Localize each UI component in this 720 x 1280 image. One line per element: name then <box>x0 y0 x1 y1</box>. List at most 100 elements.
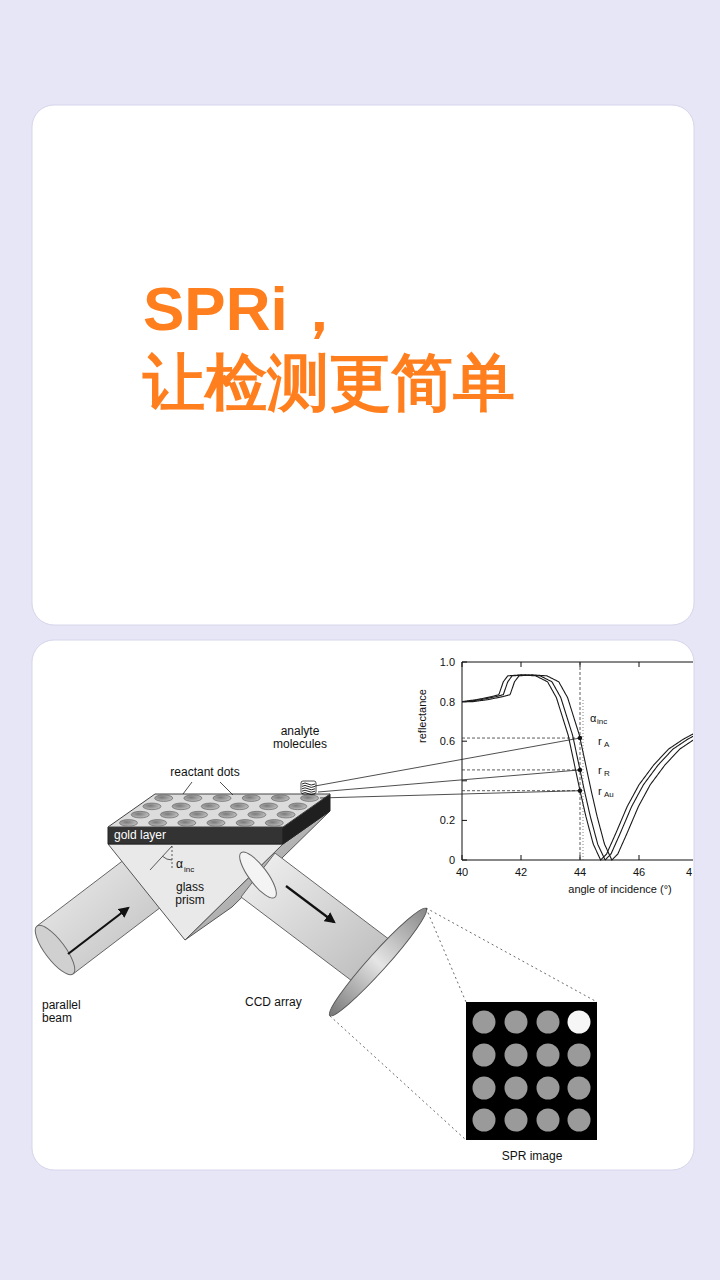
axis-tick-label: 4 <box>686 866 692 878</box>
axis-tick <box>462 780 467 781</box>
reactant-dot <box>213 795 231 802</box>
reactant-dot <box>178 820 196 827</box>
part-label: reactant dots <box>170 766 239 779</box>
reflectance-curve <box>462 675 693 860</box>
angle-symbol: α <box>176 858 183 871</box>
analyte-molecule <box>302 783 315 785</box>
reactant-dot <box>119 820 137 827</box>
curve-label: r <box>598 764 602 776</box>
incident-ray <box>150 846 172 870</box>
axis-tick <box>462 662 467 663</box>
beam-arrow <box>286 886 334 922</box>
part-label: gold layer <box>114 829 166 842</box>
reactant-dot <box>230 803 248 810</box>
axis-tick <box>462 860 467 861</box>
reflectance-curve <box>462 675 693 860</box>
reflectance-level <box>462 738 580 739</box>
spr-spot <box>568 1109 591 1132</box>
axis-tick-label: 0.6 <box>440 735 455 747</box>
spr-spot <box>505 1011 528 1034</box>
part-label: glass prism <box>175 881 204 907</box>
reflectance-point <box>578 736 582 740</box>
reactant-dot <box>219 811 237 818</box>
spr-spot <box>537 1044 560 1067</box>
leader-line <box>220 782 233 795</box>
spr-spots <box>473 1011 591 1132</box>
reactant-dot <box>301 795 319 802</box>
spr-spot <box>568 1077 591 1100</box>
beam-arrow <box>68 908 128 954</box>
spr-spot <box>473 1109 496 1132</box>
spr-spot <box>505 1044 528 1067</box>
reactant-dot <box>160 811 178 818</box>
curve-label: r <box>598 735 602 747</box>
analyte-molecule <box>302 790 315 792</box>
spr-spot <box>537 1077 560 1100</box>
part-label: CCD array <box>245 996 302 1009</box>
leader-line <box>183 782 192 794</box>
reactant-dot <box>184 795 202 802</box>
incidence-line <box>583 700 584 860</box>
axis-tick <box>462 741 467 742</box>
analyte-cluster <box>301 781 316 795</box>
axis-tick-label: 0.2 <box>440 814 455 826</box>
spr-spot <box>568 1044 591 1067</box>
reactant-dot <box>155 795 173 802</box>
axis-tick-label: 0 <box>449 854 455 866</box>
reactant-dot <box>131 811 149 818</box>
reactant-dot <box>207 820 225 827</box>
reactant-dot <box>242 795 260 802</box>
spot-link-line <box>320 791 580 798</box>
spr-image <box>466 1002 597 1140</box>
spr-spot <box>537 1109 560 1132</box>
projection-line <box>426 908 466 1002</box>
page-title: SPRi， 让检测更简单 <box>143 272 603 420</box>
axis-tick <box>639 855 640 860</box>
chart-frame <box>462 662 463 860</box>
axis-tick-label: 0.8 <box>440 696 455 708</box>
sensor-surface <box>108 794 330 827</box>
reactant-dots <box>119 795 318 826</box>
spr-spot <box>568 1011 591 1034</box>
axis-tick-label: 1.0 <box>440 656 455 668</box>
spr-spot <box>537 1011 560 1034</box>
axis-title: reflectance <box>416 689 428 743</box>
analyte-molecule <box>302 793 315 795</box>
subscript: Au <box>604 791 614 800</box>
angle-arc <box>163 856 173 860</box>
axis-tick-label: 46 <box>633 866 645 878</box>
reactant-dot <box>265 820 283 827</box>
axis-tick-label: 44 <box>574 866 586 878</box>
chart-frame <box>462 662 693 663</box>
reflectance-level <box>462 769 580 770</box>
axis-tick <box>462 820 467 821</box>
chart-frame <box>462 860 693 861</box>
ccd-array <box>323 902 433 1021</box>
reactant-dot <box>190 811 208 818</box>
reactant-dot <box>289 803 307 810</box>
reactant-dot <box>172 803 190 810</box>
subscript: A <box>604 741 609 750</box>
axis-tick-label: 42 <box>515 866 527 878</box>
beam-exit <box>234 847 282 903</box>
part-label: analyte molecules <box>273 725 327 751</box>
diagram-panel <box>32 640 694 1170</box>
incidence-line <box>580 662 581 860</box>
projection-line <box>330 1016 466 1140</box>
reactant-dot <box>271 795 289 802</box>
spr-spot <box>505 1109 528 1132</box>
reactant-dot <box>201 803 219 810</box>
reactant-dot <box>277 811 295 818</box>
reactant-dot <box>143 803 161 810</box>
axis-tick-label: 40 <box>456 866 468 878</box>
spr-spot <box>473 1077 496 1100</box>
part-label: parallel beam <box>42 999 81 1025</box>
title-panel <box>32 105 694 625</box>
analyte-molecule <box>302 785 315 787</box>
reactant-dot <box>149 820 167 827</box>
reflectance-point <box>578 789 582 793</box>
curve-label: r <box>598 785 602 797</box>
